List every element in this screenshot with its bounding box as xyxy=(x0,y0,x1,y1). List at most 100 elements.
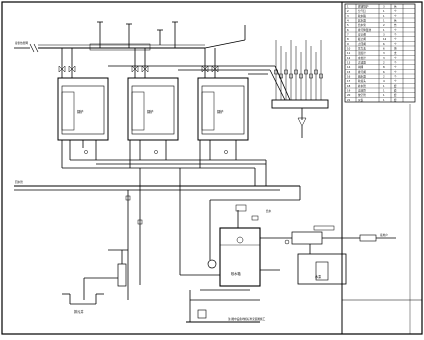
legend-cell-no: 4 xyxy=(347,19,349,23)
legend-cell-no: 3 xyxy=(347,14,349,18)
legend-cell-qty: 1 xyxy=(383,9,385,13)
note-label: 注:图中设备均按标准安装图施工 xyxy=(228,317,266,321)
legend-cell-qty: 1 xyxy=(383,28,385,32)
branch-valve xyxy=(299,73,303,79)
legend-cell-qty: 2 xyxy=(383,75,385,79)
legend-cell-qty: 1 xyxy=(383,14,385,18)
legend-cell-unit: 个 xyxy=(394,33,397,37)
boiler-3 xyxy=(197,77,249,160)
legend-cell-qty: 3 xyxy=(383,33,385,37)
feedwater-lines xyxy=(127,168,220,300)
steam-header xyxy=(14,25,246,53)
legend-cell-qty: 3 xyxy=(383,56,385,60)
legend-cell-qty: 1 xyxy=(383,93,385,97)
legend-cell-no: 9 xyxy=(347,42,349,46)
legend-cell-unit: 个 xyxy=(394,56,397,60)
legend-cell-unit: 台 xyxy=(394,5,397,9)
legend-cell-name: 溢流管 xyxy=(358,89,366,93)
legend-cell-qty: 1 xyxy=(383,89,385,93)
legend-cell-qty: 12 xyxy=(383,37,387,41)
legend-cell-no: 7 xyxy=(347,33,349,37)
legend-cell-qty: 1 xyxy=(383,19,385,23)
legend-cell-name: 软接头 xyxy=(358,79,366,83)
branch-valve xyxy=(289,73,293,79)
legend-cell-no: 14 xyxy=(347,65,351,69)
feed-label: 给水 xyxy=(266,209,272,213)
cooling-vessel xyxy=(108,249,128,287)
legend-cell-unit: 个 xyxy=(394,70,397,74)
legend-cell-unit: 支 xyxy=(394,51,397,55)
legend-cell-name: 截止阀 xyxy=(358,37,366,41)
legend-cell-unit: 台 xyxy=(394,19,397,23)
legend-cell-unit: 个 xyxy=(394,79,397,83)
legend-cell-name: 燃油锅炉 xyxy=(358,5,369,9)
branch-valve xyxy=(274,69,278,75)
legend-cell-name: 疏水器 xyxy=(358,75,366,79)
legend-cell-unit: 套 xyxy=(394,84,397,88)
softener-label: 水泵 xyxy=(315,274,322,279)
legend-cell-name: 止回阀 xyxy=(358,42,366,46)
boiler-3-label: 锅炉 xyxy=(217,109,223,114)
legend-cell-name: 给水泵 xyxy=(358,23,366,27)
legend-cell-no: 5 xyxy=(347,23,349,27)
legend-cell-no: 13 xyxy=(347,61,351,65)
legend-cell-unit: 个 xyxy=(394,14,397,18)
return-headers xyxy=(14,140,301,201)
legend-cell-unit: 个 xyxy=(394,42,397,46)
legend-cell-qty: 6 xyxy=(383,70,385,74)
branch-valve xyxy=(314,69,318,75)
soft-water-tank xyxy=(219,204,292,287)
legend-cell-no: 20 xyxy=(347,93,351,97)
legend-cell-name: 分汽缸 xyxy=(358,9,366,13)
legend-cell-qty: 2 xyxy=(383,23,385,27)
legend-cell-qty: 3 xyxy=(383,51,385,55)
legend-cell-qty: 3 xyxy=(383,5,385,9)
legend-cell-unit: 个 xyxy=(394,37,397,41)
legend-cell-no: 2 xyxy=(347,9,349,13)
legend-cell-no: 1 xyxy=(347,5,349,9)
water-softener xyxy=(284,225,396,285)
legend-cell-no: 8 xyxy=(347,37,349,41)
legend-cell-qty: 2 xyxy=(383,61,385,65)
legend-cell-name: 软水器 xyxy=(358,19,366,23)
legend-cell-no: 21 xyxy=(347,98,351,102)
drawing-frame xyxy=(1,1,423,335)
legend-cell-name: 安全阀 xyxy=(358,33,366,37)
legend-cell-name: 过滤器 xyxy=(358,61,366,65)
legend-cell-name: 压力表 xyxy=(358,47,366,51)
legend-cell-no: 19 xyxy=(347,89,351,93)
branch-valve xyxy=(304,69,308,75)
boiler-2-label: 锅炉 xyxy=(147,109,153,114)
legend-cell-name: 软水箱 xyxy=(358,14,366,18)
legend-cell-qty: 1 xyxy=(383,84,385,88)
legend-cell-no: 11 xyxy=(347,51,351,55)
legend-border xyxy=(344,3,416,103)
feed-pump xyxy=(186,259,260,323)
branch-valve xyxy=(319,73,323,79)
boiler-steam-lines xyxy=(61,48,216,78)
legend-cell-no: 12 xyxy=(347,56,351,60)
distributor-manifold xyxy=(271,40,329,138)
legend-cell-qty: 4 xyxy=(383,79,385,83)
legend-cell-unit: 个 xyxy=(394,61,397,65)
tank-label: 软水箱 xyxy=(231,271,241,276)
legend-cell-name: 补水管 xyxy=(358,84,366,88)
boiler-1 xyxy=(57,77,109,160)
legend-cell-qty: 6 xyxy=(383,42,385,46)
branch-valve xyxy=(279,73,283,79)
legend-cell-name: 排污阀 xyxy=(358,70,366,74)
boiler-1-label: 锅炉 xyxy=(77,109,83,114)
legend-cell-qty: 6 xyxy=(383,47,385,51)
legend-cell-unit: 台 xyxy=(394,23,397,27)
legend-cell-unit: 个 xyxy=(394,65,397,69)
header-risers xyxy=(97,21,178,48)
legend-cell-unit: 个 xyxy=(394,28,397,32)
legend-cell-qty: 1 xyxy=(383,98,385,102)
branch-valve xyxy=(284,69,288,75)
branch-valve xyxy=(294,69,298,75)
legend-cell-no: 18 xyxy=(347,84,351,88)
instrument-marks xyxy=(84,150,259,225)
legend-cell-name: 水位计 xyxy=(358,56,366,60)
legend-cell-no: 6 xyxy=(347,28,349,32)
